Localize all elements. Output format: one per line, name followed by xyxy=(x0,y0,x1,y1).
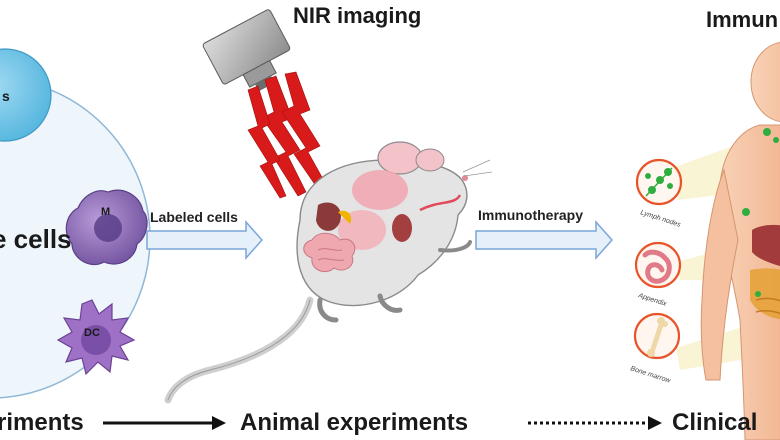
immune-cells-panel: s M DC e cells xyxy=(0,48,151,399)
dendritic-cell-icon: DC xyxy=(56,299,136,376)
macrophage-icon: M xyxy=(65,189,148,266)
lymph-node-circle: Lymph nodes xyxy=(635,158,683,229)
dotted-arrow-icon xyxy=(528,416,662,430)
macrophage-label: M xyxy=(101,206,110,218)
nir-imaging-title: NIR imaging xyxy=(293,3,421,28)
labeled-cells-arrow: Labeled cells xyxy=(146,209,264,260)
stage-row: riments Animal experiments Clinical xyxy=(0,409,757,436)
organ-label-appendix: Appendix xyxy=(636,292,667,308)
human-body-icon xyxy=(672,41,780,440)
stage-cell-experiments: riments xyxy=(0,409,84,436)
stage-animal-experiments: Animal experiments xyxy=(240,409,468,436)
appendix-circle: Appendix xyxy=(634,241,682,308)
bone-marrow-circle: Bone marrow xyxy=(629,312,681,385)
immune-cells-label: e cells xyxy=(0,224,72,254)
right-arrow-icon xyxy=(475,220,614,260)
laser-icon xyxy=(247,71,329,199)
right-arrow-icon xyxy=(146,220,264,260)
immune-title-partial: Immun xyxy=(706,7,778,32)
dendritic-label: DC xyxy=(84,327,100,339)
solid-arrow-icon xyxy=(103,416,226,430)
mouse-icon xyxy=(164,141,493,404)
top-cell-label: s xyxy=(2,88,10,104)
organ-label-lymph-nodes: Lymph nodes xyxy=(639,209,681,229)
immunotherapy-arrow: Immunotherapy xyxy=(475,207,614,260)
organ-label-bone-marrow: Bone marrow xyxy=(629,365,672,385)
immunotherapy-label: Immunotherapy xyxy=(478,207,583,223)
stage-clinical: Clinical xyxy=(672,409,757,436)
top-cell-icon: s xyxy=(0,48,52,142)
labeled-cells-label: Labeled cells xyxy=(150,209,238,225)
